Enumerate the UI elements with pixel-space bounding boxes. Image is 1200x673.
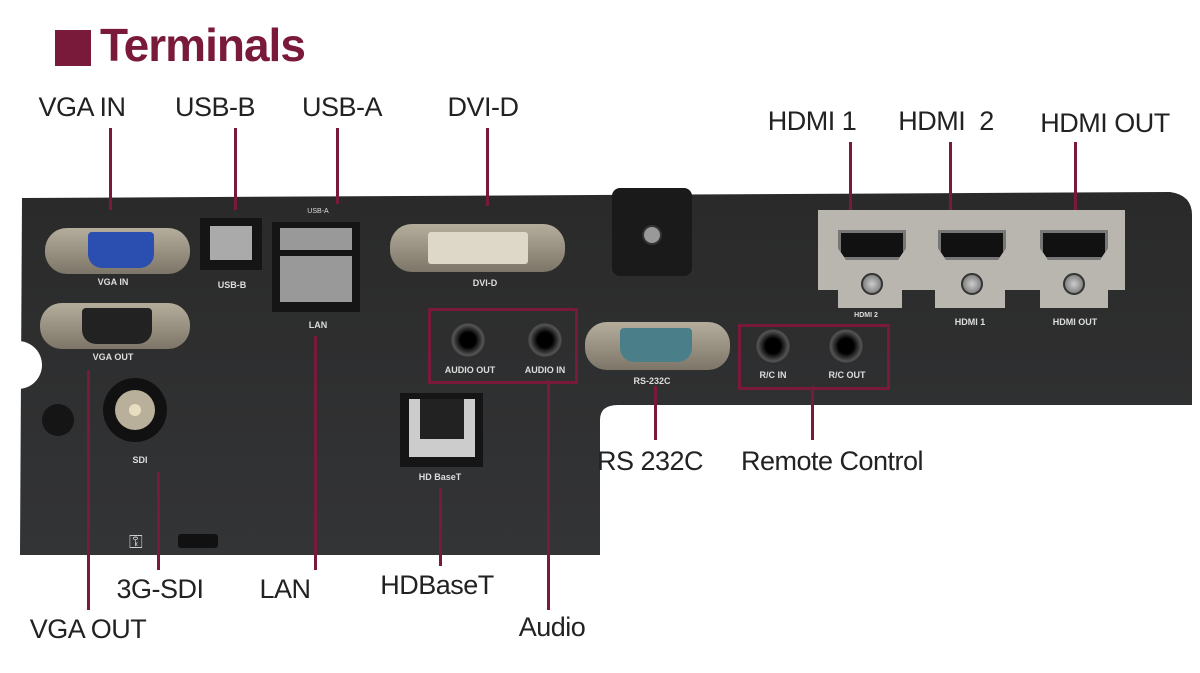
page-title: Terminals: [100, 19, 306, 71]
leader-lan: [314, 336, 317, 570]
callout-hdmi-out: HDMI OUT: [1040, 108, 1170, 138]
panel-label-dvi-d: DVI-D: [472, 278, 498, 288]
leader-vga-out: [87, 370, 90, 610]
audio-in-jack: [527, 322, 563, 358]
callout-usb-a: USB-A: [301, 92, 383, 122]
hdmi1-port: [938, 230, 1006, 260]
panel-label-rc-out: R/C OUT: [828, 370, 866, 380]
callout-lan: LAN: [259, 574, 311, 604]
leader-remote: [811, 386, 814, 440]
panel-label-hdmi1: HDMI 1: [954, 317, 986, 327]
leader-usb-b: [234, 128, 237, 210]
callout-hdmi2: HDMI 2: [898, 106, 994, 136]
panel-label-usb-a: USB-A: [307, 208, 329, 215]
leader-sdi: [157, 472, 160, 570]
callout-hdbaset: HDBaseT: [380, 570, 494, 600]
hdmi2-port: [838, 230, 906, 260]
svg-text:⚿: ⚿: [129, 532, 143, 553]
panel-label-hdmi-out: HDMI OUT: [1052, 317, 1098, 327]
panel-label-rc-in: R/C IN: [759, 370, 787, 380]
callout-3g-sdi: 3G-SDI: [116, 574, 204, 604]
panel-label-rs232c: RS-232C: [633, 376, 671, 386]
rc-in-jack: [755, 328, 791, 364]
callout-remote-control: Remote Control: [740, 446, 924, 476]
leader-hdmi1: [849, 142, 852, 210]
usb-a-lan-port: [272, 222, 360, 312]
leader-hdmi-out: [1074, 142, 1077, 210]
audio-group-box: [428, 308, 578, 384]
callout-audio: Audio: [518, 612, 586, 642]
panel-label-audio-in: AUDIO IN: [524, 365, 566, 375]
leader-hdmi2: [949, 142, 952, 210]
callout-rs232c: RS 232C: [596, 446, 704, 476]
remote-group-box: [738, 324, 890, 390]
hdmi-out-port: [1040, 230, 1108, 260]
panel-label-usb-b: USB-B: [217, 280, 247, 290]
usb-b-port: [200, 218, 262, 270]
rc-out-jack: [828, 328, 864, 364]
audio-out-jack: [450, 322, 486, 358]
callout-hdmi1: HDMI 1: [767, 106, 857, 136]
leader-vga-in: [109, 128, 112, 210]
callout-vga-in: VGA IN: [38, 92, 126, 122]
leader-dvi-d: [486, 128, 489, 206]
panel-label-lan: LAN: [308, 320, 328, 330]
callout-usb-b: USB-B: [174, 92, 256, 122]
panel-label-sdi: SDI: [132, 455, 148, 465]
leader-audio: [547, 380, 550, 610]
panel-label-hdbaset: HD BaseT: [418, 472, 462, 482]
leader-usb-a: [336, 128, 339, 204]
panel-label-vga-in: VGA IN: [97, 277, 129, 287]
callout-vga-out: VGA OUT: [29, 614, 147, 644]
panel-label-audio-out: AUDIO OUT: [444, 365, 496, 375]
panel-label-vga-out: VGA OUT: [92, 352, 134, 362]
panel-label-hdmi2: HDMI 2: [854, 312, 878, 319]
hdbaset-port: [400, 393, 483, 467]
title-square-icon: [55, 30, 91, 66]
callout-dvi-d: DVI-D: [447, 92, 520, 122]
leader-hdbaset: [439, 488, 442, 566]
leader-rs232c: [654, 386, 657, 440]
